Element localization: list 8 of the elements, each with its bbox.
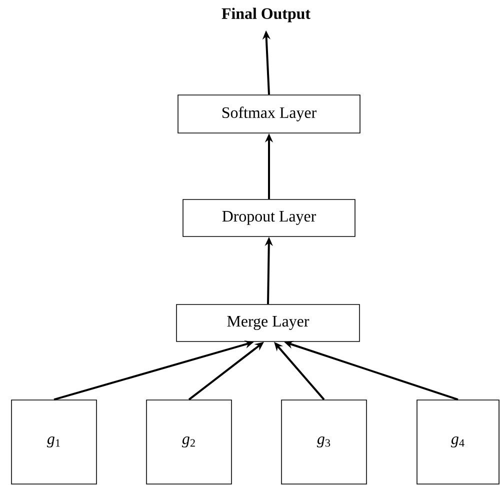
input-box: g$_{4}$ — [416, 400, 500, 484]
input-box: g$_{2}$ — [146, 400, 232, 484]
layer-box: Softmax Layer — [178, 94, 360, 134]
layer-box: Dropout Layer — [182, 199, 356, 237]
input-box: g$_{3}$ — [281, 400, 367, 484]
layer-box: Merge Layer — [176, 304, 360, 342]
input-box: g$_{1}$ — [11, 400, 97, 484]
title-text: Final Output — [222, 8, 310, 22]
